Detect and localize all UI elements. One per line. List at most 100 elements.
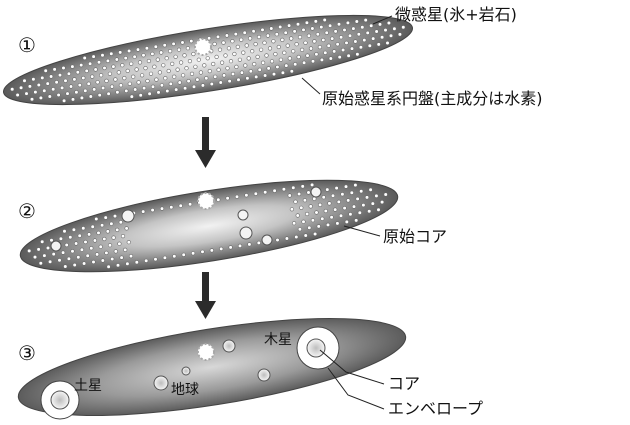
planetesimal-dot bbox=[308, 226, 312, 230]
planetesimal-dot bbox=[275, 32, 279, 36]
planetesimal-dot bbox=[354, 219, 358, 223]
planetesimal-dot bbox=[27, 249, 31, 253]
planetesimal-dot bbox=[39, 96, 43, 100]
planetesimal-dot bbox=[248, 243, 252, 247]
planetesimal-dot bbox=[384, 28, 388, 32]
planetesimal-dot bbox=[282, 188, 286, 192]
planetesimal-dot bbox=[339, 214, 343, 218]
planetesimal-dot bbox=[266, 34, 270, 38]
planetesimal-dot bbox=[345, 220, 349, 224]
planetesimal-dot bbox=[284, 31, 288, 35]
planetesimal-dot bbox=[144, 259, 148, 263]
planetesimal-dot bbox=[322, 38, 326, 42]
planetesimal-dot bbox=[298, 228, 302, 232]
planetesimal-dot bbox=[98, 93, 102, 97]
planetesimal-label: 微惑星(氷+岩石) bbox=[395, 5, 517, 24]
planetesimal-dot bbox=[118, 51, 122, 55]
planetesimal-dot bbox=[107, 92, 111, 96]
planetesimal-dot bbox=[97, 231, 101, 235]
planetesimal-dot bbox=[190, 72, 194, 76]
planetesimal-dot bbox=[303, 198, 307, 202]
planetesimal-dot bbox=[279, 58, 283, 62]
planetesimal-dot bbox=[317, 225, 321, 229]
planetesimal-dot bbox=[201, 250, 205, 254]
planetesimal-dot bbox=[272, 72, 276, 76]
planetesimal-dot bbox=[285, 64, 289, 68]
planetesimal-dot bbox=[72, 228, 76, 232]
planetesimal-dot bbox=[238, 244, 242, 248]
planetesimal-dot bbox=[154, 45, 158, 49]
planetesimal-dot bbox=[369, 188, 373, 192]
planetesimal-dot bbox=[53, 68, 57, 72]
planetesimal-dot bbox=[278, 25, 282, 29]
planetesimal-dot bbox=[267, 67, 271, 71]
planetesimal-dot bbox=[163, 256, 167, 260]
planetesimal-dot bbox=[40, 240, 44, 244]
planetesimal-dot bbox=[114, 78, 118, 82]
planetesimal-dot bbox=[104, 216, 108, 220]
planetesimal-dot bbox=[129, 62, 133, 66]
planetesimal-dot bbox=[296, 214, 300, 218]
planetesimal-dot bbox=[224, 54, 228, 58]
planetesimal-dot bbox=[25, 92, 29, 96]
planetesimal-dot bbox=[236, 45, 240, 49]
planetesimal-dot bbox=[129, 254, 133, 258]
planetesimal-dot bbox=[229, 59, 233, 63]
planetesimal-dot bbox=[137, 81, 141, 85]
planetesimal-dot bbox=[386, 41, 390, 45]
planetesimal-dot bbox=[276, 238, 280, 242]
planetesimal-dot bbox=[291, 50, 295, 54]
planetesimal-dot bbox=[116, 263, 120, 267]
planetesimal-dot bbox=[163, 44, 167, 48]
planetesimal-dot bbox=[245, 194, 249, 198]
planetesimal-dot bbox=[87, 233, 91, 237]
planetesimal-dot bbox=[82, 76, 86, 80]
planetesimal-dot bbox=[287, 24, 291, 28]
planetesimal-dot bbox=[179, 204, 183, 208]
planetesimal-dot bbox=[295, 235, 299, 239]
planetesimal-dot bbox=[157, 91, 161, 95]
planetesimal-dot bbox=[215, 55, 219, 59]
planetesimal-dot bbox=[174, 88, 178, 92]
planetesimal-dot bbox=[92, 88, 96, 92]
planetesimal-dot bbox=[67, 257, 71, 261]
planetesimal-dot bbox=[384, 193, 388, 197]
planetesimal-dot bbox=[197, 58, 201, 62]
planetesimal-dot bbox=[315, 211, 319, 215]
planetesimal-dot bbox=[321, 217, 325, 221]
planetesimal-dot bbox=[28, 85, 32, 89]
planetesimal-dot bbox=[320, 25, 324, 29]
disk-label: 原始惑星系円盤(主成分は水素) bbox=[322, 89, 543, 108]
planetesimal-dot bbox=[183, 54, 187, 58]
planetesimal-dot bbox=[106, 59, 110, 63]
planetesimal-dot bbox=[207, 37, 211, 41]
planetesimal-dot bbox=[55, 80, 59, 84]
planetesimal-dot bbox=[285, 237, 289, 241]
planetesimal-dot bbox=[243, 31, 247, 35]
planetesimal-dot bbox=[62, 66, 66, 70]
planetesimal-dot bbox=[48, 95, 52, 99]
planetesimal-dot bbox=[234, 32, 238, 36]
proto-core-label: 原始コア bbox=[383, 227, 447, 246]
planetesimal-dot bbox=[240, 71, 244, 75]
planetesimal-dot bbox=[210, 82, 214, 86]
planetesimal-dot bbox=[272, 40, 276, 44]
planetesimal-dot bbox=[377, 208, 381, 212]
planetesimal-dot bbox=[252, 62, 256, 66]
planetesimal-dot bbox=[306, 54, 310, 58]
planetesimal-dot bbox=[222, 74, 226, 78]
planetesimal-dot bbox=[170, 205, 174, 209]
planetesimal-dot bbox=[369, 24, 373, 28]
planetesimal-dot bbox=[328, 24, 332, 28]
planetesimal-dot bbox=[148, 92, 152, 96]
planetesimal-dot bbox=[19, 86, 23, 90]
planetesimal-dot bbox=[201, 84, 205, 88]
planetesimal-dot bbox=[270, 60, 274, 64]
planetesimal-dot bbox=[316, 33, 320, 37]
planetesimal-dot bbox=[100, 223, 104, 227]
planetesimal-dot bbox=[281, 71, 285, 75]
disk-leader-line bbox=[302, 78, 320, 94]
planetesimal-dot bbox=[76, 71, 80, 75]
planetesimal-dot bbox=[138, 61, 142, 65]
planetesimal-dot bbox=[219, 81, 223, 85]
